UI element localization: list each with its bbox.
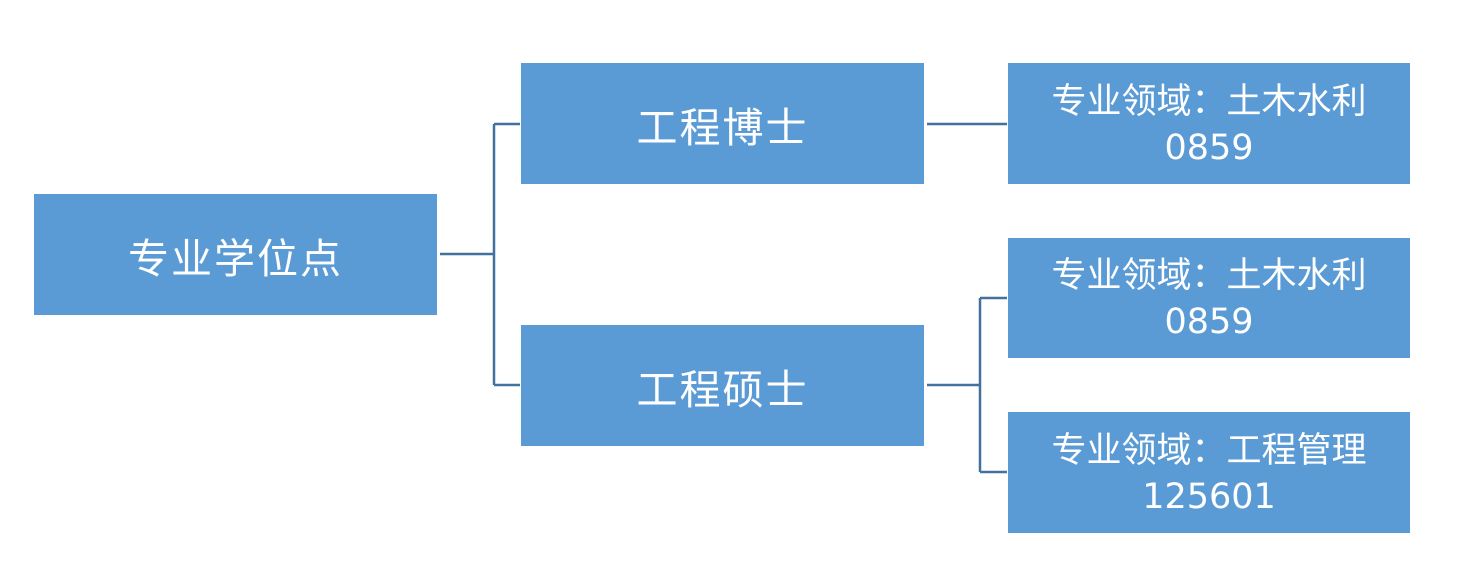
root-connector (440, 122, 520, 387)
root-node: 专业学位点 (34, 194, 437, 315)
doctor-label: 工程博士 (636, 103, 809, 152)
master-field-name-1: 专业领域：土木水利 (1051, 256, 1367, 296)
doctor-field-node: 专业领域：土木水利 0859 (1008, 63, 1410, 184)
doctor-field-name: 专业领域：土木水利 (1051, 81, 1367, 122)
master-connector (927, 296, 1007, 474)
master-node: 工程硕士 (521, 325, 924, 446)
master-field-code-2: 125601 (1142, 476, 1276, 517)
master-field-node-2: 专业领域：工程管理 125601 (1008, 412, 1410, 533)
master-label: 工程硕士 (636, 365, 809, 414)
master-field-code-1: 0859 (1164, 302, 1254, 342)
doctor-node: 工程博士 (521, 63, 924, 184)
master-field-name-2: 专业领域：工程管理 (1051, 430, 1367, 471)
doctor-field-code: 0859 (1164, 127, 1254, 168)
master-field-node-1: 专业领域：土木水利 0859 (1008, 238, 1410, 358)
root-label: 专业学位点 (128, 234, 343, 283)
